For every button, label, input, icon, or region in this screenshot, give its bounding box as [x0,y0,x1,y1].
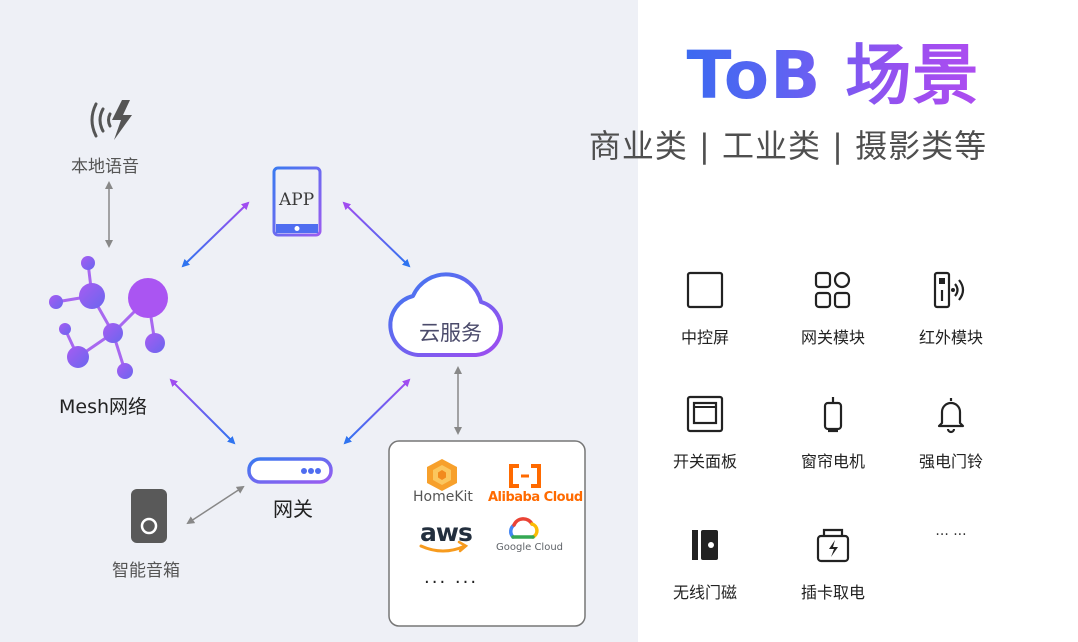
aws-smile-icon [419,544,467,553]
infrared-remote-icon [933,271,965,309]
module-doorbell: 强电门铃 [886,394,1016,472]
alibaba-cloud-label: Alibaba Cloud [488,490,583,505]
homekit-label: HomeKit [413,489,473,505]
module-label: 网关模块 [800,328,865,347]
switch-panel-icon [686,395,724,433]
bell-icon [937,398,965,434]
module-label: 无线门磁 [672,583,737,602]
module-infrared: 红外模块 [886,270,1016,348]
page-subtitle: 商业类 | 工业类 | 摄影类等 [588,127,988,165]
module-more: ··· ··· [886,525,1016,543]
aws-label: aws [420,518,473,547]
module-more-ellipsis: ··· ··· [935,527,967,543]
router-icon [247,426,333,484]
google-cloud-logo [509,517,539,539]
grid-module-icon [814,271,851,309]
mesh-network-icon [49,256,168,379]
square-panel-icon [686,271,724,309]
smart-speaker-label: 智能音箱 [112,561,180,581]
module-card-power: 插卡取电 [768,525,898,603]
arrow-mesh-app [181,201,250,268]
module-door-sensor: 无线门磁 [640,525,770,603]
arrow-gateway-cloud [343,378,411,445]
page-title: ToB 场景 [648,22,1018,118]
module-label: 中控屏 [680,328,729,347]
homekit-logo [427,459,457,491]
module-label: 强电门铃 [918,452,983,471]
module-curtain-motor: 窗帘电机 [768,394,898,472]
cloud-icon [388,272,503,357]
module-label: 开关面板 [672,452,737,471]
module-label: 红外模块 [918,328,983,347]
mesh-network-label: Mesh网络 [59,396,148,418]
alibaba-cloud-logo [509,464,541,488]
arrow-speaker-gateway [186,485,245,525]
google-cloud-label: Google Cloud [496,542,564,553]
gateway-label: 网关 [273,497,313,521]
more-platforms-ellipsis: ··· ··· [424,572,479,593]
module-label: 窗帘电机 [800,452,865,471]
door-sensor-icon [692,530,718,560]
app-label: APP [279,190,315,210]
tablet-icon [272,166,322,237]
network-diagram [49,100,586,627]
voice-wave-icon [90,100,132,140]
curtain-motor-icon [823,397,843,433]
module-switch-panel: 开关面板 [640,394,770,472]
arrow-mesh-gateway [169,378,236,445]
cloud-platforms-box [388,440,586,627]
arrow-app-cloud [342,201,411,268]
speaker-icon [131,489,167,543]
card-power-icon [816,528,850,563]
module-gateway: 网关模块 [768,270,898,348]
module-label: 插卡取电 [800,583,865,602]
module-central-screen: 中控屏 [640,270,770,348]
local-voice-label: 本地语音 [71,157,139,177]
cloud-service-label: 云服务 [419,321,482,345]
